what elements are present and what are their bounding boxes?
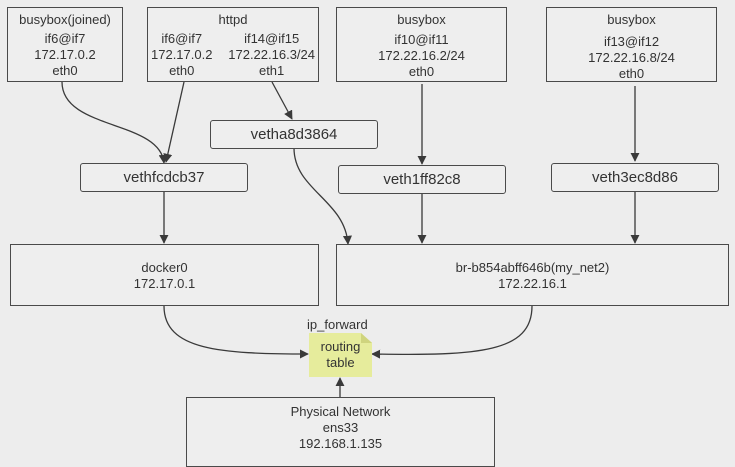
container-busybox-joined[interactable]: busybox(joined) if6@if7 172.17.0.2 eth0 <box>7 7 123 82</box>
container-title: httpd <box>218 12 248 27</box>
veth-label: vetha8d3864 <box>250 125 338 143</box>
ip-address: 172.17.0.2 <box>151 47 213 62</box>
bridge-name: docker0 <box>141 260 188 275</box>
bridge-ip: 172.17.0.1 <box>133 276 196 291</box>
veth-label: vethfcdcb37 <box>123 168 205 186</box>
veth-vethfcdcb37[interactable]: vethfcdcb37 <box>80 163 248 192</box>
device-name: eth1 <box>258 63 285 78</box>
veth-veth3ec8d86[interactable]: veth3ec8d86 <box>551 163 719 192</box>
bridge-name: br-b854abff646b(my_net2) <box>455 260 610 275</box>
interface-pair: if13@if12 <box>603 34 660 49</box>
veth-label: veth1ff82c8 <box>383 170 461 188</box>
physical-iface: ens33 <box>322 420 359 435</box>
edge-vetha8d3864-to-bridge <box>293 147 352 245</box>
httpd-eth1-group: if14@if15 172.22.16.3/24 eth1 <box>228 31 315 79</box>
container-title: busybox <box>397 12 446 27</box>
interface-pair: if6@if7 <box>44 31 86 46</box>
edge-httpd-eth1-to-vetha8d3864 <box>271 81 293 120</box>
ip-address: 172.17.0.2 <box>34 47 96 62</box>
physical-network[interactable]: Physical Network ens33 192.168.1.135 <box>186 397 495 467</box>
container-busybox-2[interactable]: busybox if10@if11 172.22.16.2/24 eth0 <box>336 7 507 82</box>
interface-pair: if6@if7 <box>161 31 203 46</box>
ip-address: 172.22.16.2/24 <box>378 48 465 63</box>
device-name: eth0 <box>408 64 435 79</box>
edge-docker0-to-routing <box>163 305 309 359</box>
bridge-my-net2[interactable]: br-b854abff646b(my_net2) 172.22.16.1 <box>336 244 729 306</box>
edge-httpd-eth0-to-vethfcdcb37 <box>163 81 185 163</box>
container-title: busybox <box>607 12 656 27</box>
note-line-2: table <box>326 355 355 370</box>
interface-pair: if14@if15 <box>244 31 300 46</box>
veth-veth1ff82c8[interactable]: veth1ff82c8 <box>338 165 506 194</box>
physical-ip: 192.168.1.135 <box>298 436 383 451</box>
veth-vetha8d3864[interactable]: vetha8d3864 <box>210 120 378 149</box>
bridge-ip: 172.22.16.1 <box>498 276 567 291</box>
interface-pair: if10@if11 <box>394 32 449 47</box>
note-fold-corner <box>361 333 372 343</box>
note-line-1: routing <box>320 339 361 354</box>
bridge-docker0[interactable]: docker0 172.17.0.1 <box>10 244 319 306</box>
physical-title: Physical Network <box>290 404 391 419</box>
device-name: eth0 <box>52 63 78 78</box>
veth-label: veth3ec8d86 <box>592 168 678 186</box>
ip-address: 172.22.16.3/24 <box>228 47 315 62</box>
container-busybox-3[interactable]: busybox if13@if12 172.22.16.8/24 eth0 <box>546 7 717 82</box>
container-title: busybox(joined) <box>19 12 111 27</box>
container-httpd[interactable]: httpd if6@if7 172.17.0.2 eth0 if14@if15 … <box>147 7 319 82</box>
httpd-eth0-group: if6@if7 172.17.0.2 eth0 <box>151 31 212 79</box>
ip-forward-label: ip_forward <box>307 317 368 332</box>
device-name: eth0 <box>169 63 195 78</box>
edge-busybox-joined-to-vethfcdcb37 <box>61 81 168 164</box>
ip-address: 172.22.16.8/24 <box>588 50 675 65</box>
routing-table-note[interactable]: routing table <box>309 333 372 377</box>
device-name: eth0 <box>618 66 645 81</box>
edge-bridge-to-routing <box>371 305 533 359</box>
